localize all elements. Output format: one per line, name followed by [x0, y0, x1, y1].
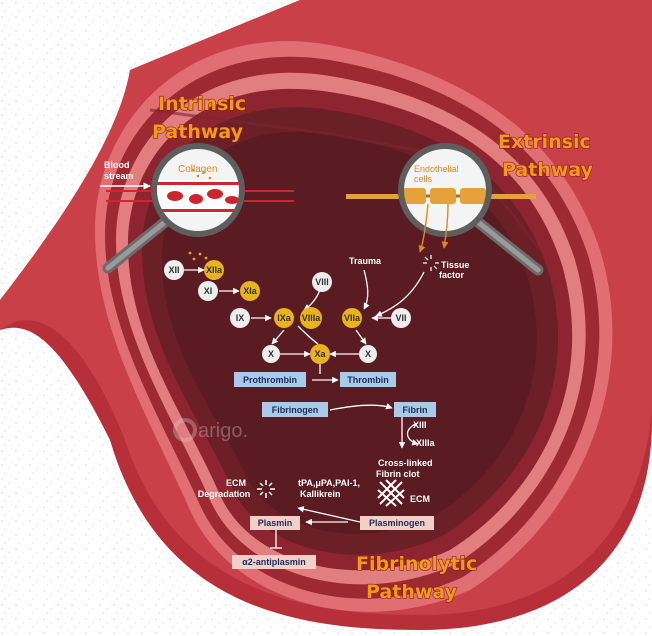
- ecm-degradation-label-2: Degradation: [198, 489, 251, 499]
- enzymes-label-1: tPA,μPA,PAI-1,: [298, 478, 360, 488]
- svg-text:IX: IX: [236, 313, 245, 323]
- fibrinolytic-title-line1: Fibrinolytic: [356, 553, 477, 575]
- svg-text:Fibrin: Fibrin: [403, 405, 428, 415]
- svg-text:XIIa: XIIa: [206, 265, 223, 275]
- ecm-label: ECM: [410, 494, 430, 504]
- factor-ix: IX: [230, 308, 250, 328]
- collagen-label: Collagen: [178, 164, 217, 175]
- cross-linked-label-1: Cross-linked: [378, 458, 433, 468]
- intrinsic-title-line2: Pathway: [152, 121, 244, 143]
- cross-linked-label-2: Fibrin clot: [376, 469, 420, 479]
- tissue-factor-arrow-2: [441, 203, 449, 249]
- extrinsic-title-line1: Extrinsic: [498, 131, 591, 153]
- factor-xa: Xa: [310, 344, 330, 364]
- endothelial-label-1: Endothelial: [414, 164, 459, 174]
- svg-text:VIIa: VIIa: [344, 313, 361, 323]
- watermark: arigo.: [173, 418, 248, 442]
- svg-text:VIII: VIII: [315, 277, 329, 287]
- svg-text:XIa: XIa: [243, 286, 258, 296]
- vessel-wall-strip-right: [346, 194, 536, 199]
- tissue-factor-label-1: Tissue: [441, 260, 469, 270]
- plasmin-box: Plasmin: [250, 516, 300, 530]
- fibrinolytic-title-line2: Pathway: [366, 581, 458, 603]
- svg-text:XI: XI: [204, 286, 213, 296]
- thrombin-box: Thrombin: [340, 372, 396, 387]
- factor-xia: XIa: [240, 281, 260, 301]
- svg-text:IXa: IXa: [277, 313, 292, 323]
- svg-text:VIIIa: VIIIa: [302, 313, 322, 323]
- svg-text:Plasminogen: Plasminogen: [369, 518, 425, 528]
- factor-vii: VII: [391, 308, 411, 328]
- factor-x-right: X: [359, 345, 377, 363]
- svg-text:Fibrinogen: Fibrinogen: [272, 405, 319, 415]
- enzymes-label-2: Kallikrein: [300, 489, 341, 499]
- tissue-factor-arrow-1: [418, 203, 429, 253]
- blood-stream-label-2: stream: [104, 171, 134, 181]
- factor-viia: VIIa: [342, 308, 362, 328]
- ecm-degradation-icon: [257, 480, 275, 498]
- factor-x-left: X: [262, 345, 280, 363]
- svg-text:X: X: [268, 349, 274, 359]
- ecm-degradation-label-1: ECM: [226, 478, 246, 488]
- extrinsic-title-line2: Pathway: [502, 159, 594, 181]
- factor-ixa: IXa: [274, 308, 294, 328]
- watermark-text: arigo.: [198, 420, 248, 442]
- endothelial-label-2: cells: [414, 174, 433, 184]
- svg-text:VII: VII: [395, 313, 406, 323]
- blood-stream-label-1: Blood: [104, 160, 130, 170]
- activation-dots: [188, 251, 208, 261]
- factor-xi: XI: [198, 281, 218, 301]
- svg-text:XII: XII: [168, 265, 179, 275]
- tissue-factor-icon: [423, 255, 439, 271]
- vessel-wall-strip-left: [106, 190, 294, 202]
- magnifier-collagen: Collagen: [102, 143, 245, 274]
- svg-text:Plasmin: Plasmin: [258, 518, 293, 528]
- xiii-label: XIII: [413, 420, 427, 430]
- svg-text:Thrombin: Thrombin: [347, 375, 389, 385]
- factor-viii: VIII: [312, 272, 332, 292]
- fibrin-box: Fibrin: [394, 402, 436, 417]
- svg-text:Prothrombin: Prothrombin: [243, 375, 297, 385]
- factor-viiia: VIIIa: [300, 307, 322, 329]
- fibrin-clot-icon: [377, 479, 405, 507]
- factor-xiia: XIIa: [204, 260, 224, 280]
- factor-xii: XII: [164, 260, 184, 280]
- svg-text:Xa: Xa: [314, 349, 326, 359]
- plasminogen-box: Plasminogen: [360, 516, 434, 530]
- prothrombin-box: Prothrombin: [234, 372, 306, 387]
- magnifier-endothelial: Endothelial cells: [398, 143, 544, 276]
- fibrinogen-box: Fibrinogen: [262, 402, 328, 417]
- antiplasmin-box: α2-antiplasmin: [232, 555, 316, 569]
- svg-text:α2-antiplasmin: α2-antiplasmin: [242, 557, 306, 567]
- tissue-factor-label-2: factor: [439, 270, 465, 280]
- intrinsic-title-line1: Intrinsic: [158, 93, 246, 115]
- xiiia-label: XIIIa: [416, 438, 436, 448]
- svg-text:X: X: [365, 349, 371, 359]
- trauma-label: Trauma: [349, 256, 382, 266]
